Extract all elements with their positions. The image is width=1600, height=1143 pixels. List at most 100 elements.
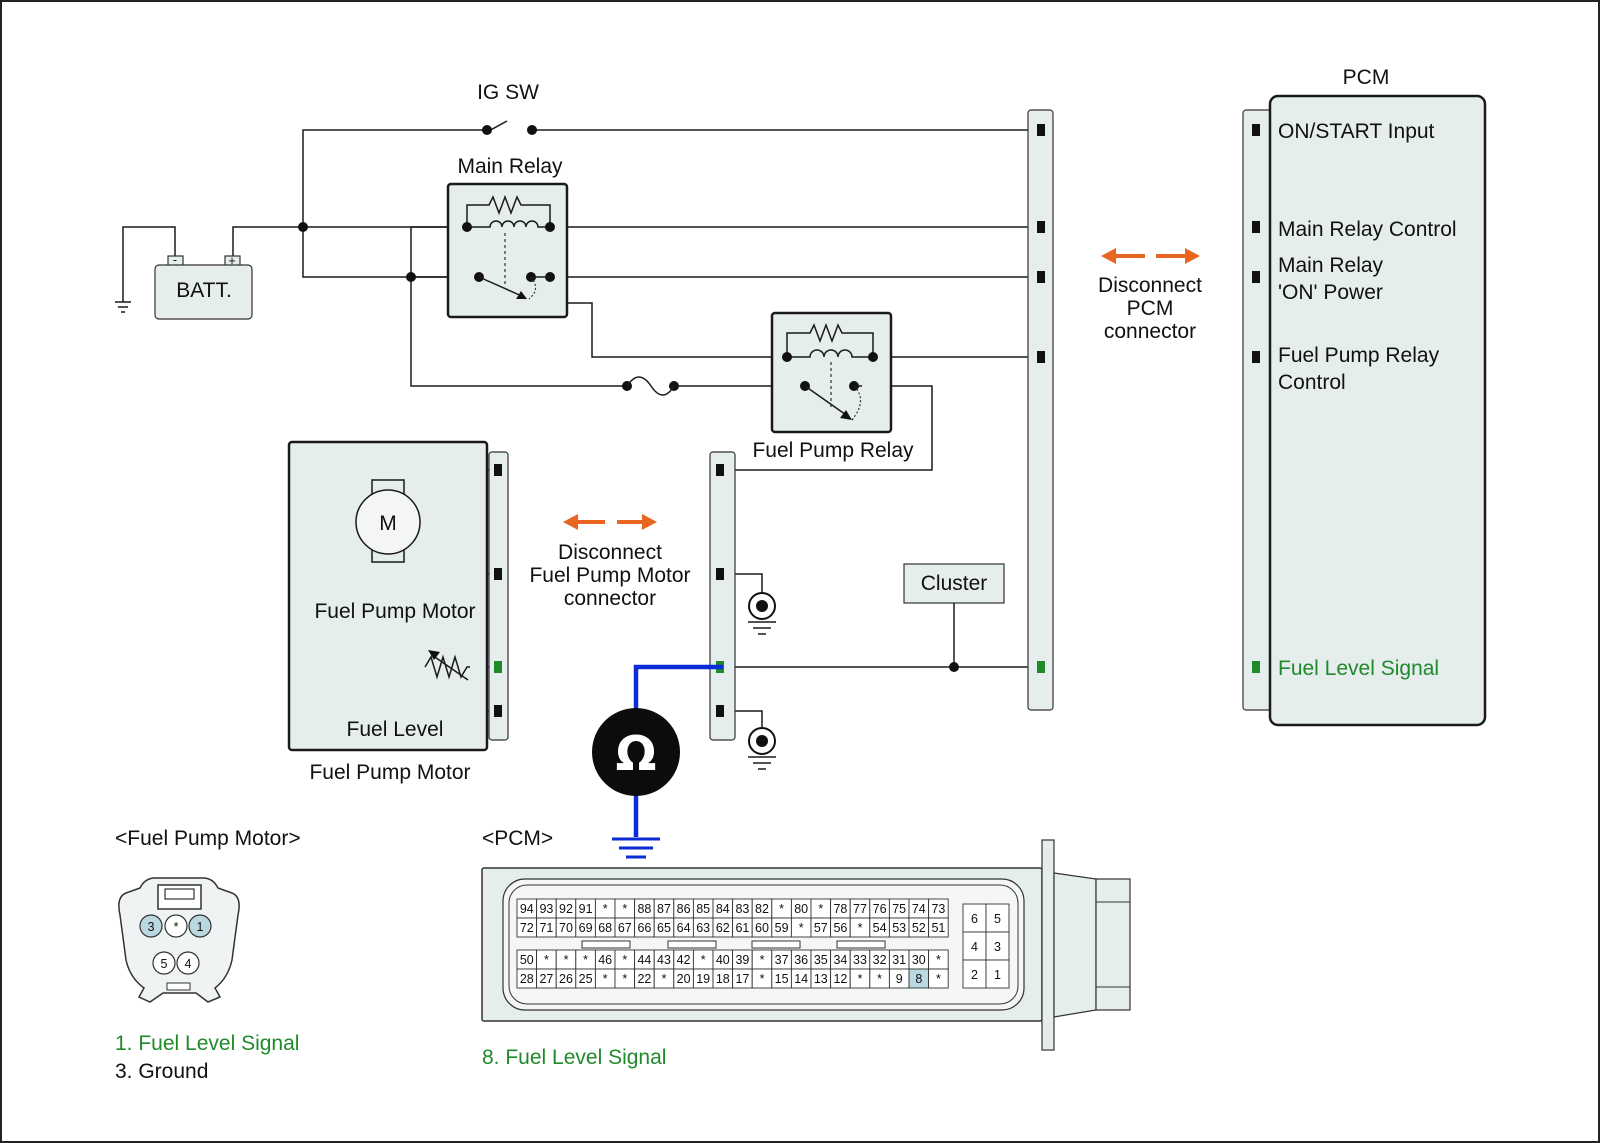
ohmmeter-icon: Ω <box>592 664 723 859</box>
pcm-legend: 8. Fuel Level Signal <box>482 1046 666 1069</box>
pcm-pin-number: 30 <box>912 953 926 967</box>
battery: - + BATT. <box>154 253 253 320</box>
pcm-pin-number: * <box>622 902 627 916</box>
pcm-pin-number: 84 <box>716 902 730 916</box>
pcm-pin-number: 72 <box>520 921 534 935</box>
disconnect-pcm-line1: Disconnect <box>1098 274 1202 297</box>
pcm-pin-number: * <box>799 921 804 935</box>
ignition-switch-label: IG SW <box>477 81 539 104</box>
pcm-pin-number: * <box>760 972 765 986</box>
pcm-pin-fuel-pump-relay-control-line1: Fuel Pump Relay <box>1278 344 1440 367</box>
pcm-pin-number: 44 <box>637 953 651 967</box>
pcm-pin-number: 82 <box>755 902 769 916</box>
pcm-pin-number: * <box>544 953 549 967</box>
pcm-pin-number: 73 <box>931 902 945 916</box>
pcm-pin-number: 50 <box>520 953 534 967</box>
pcm-pin-number: 40 <box>716 953 730 967</box>
pcm-harness-connector <box>1027 109 1054 711</box>
pcm-pin-number: 80 <box>794 902 808 916</box>
pcm-pin-number: 37 <box>775 953 789 967</box>
fpm-pin: 5 <box>161 957 168 971</box>
pcm-pin-number: 22 <box>637 972 651 986</box>
pcm-pin-number: 91 <box>579 902 593 916</box>
pcm-pin-number: * <box>564 953 569 967</box>
pcm-pin-number: 75 <box>892 902 906 916</box>
pcm-pin-number: * <box>622 953 627 967</box>
pcm-pin-fuel-level-signal: Fuel Level Signal <box>1278 657 1439 680</box>
pcm-module: PCM ON/START Input Main Relay Control Ma… <box>1242 66 1487 727</box>
pcm-connector-title: <PCM> <box>482 827 553 850</box>
pcm-pin-number: 20 <box>677 972 691 986</box>
pcm-pin-fuel-pump-relay-control-line2: Control <box>1278 371 1346 394</box>
pcm-pin-number: 88 <box>637 902 651 916</box>
disconnect-pcm-line3: connector <box>1104 320 1196 343</box>
pcm-pin-on-start-input: ON/START Input <box>1278 120 1435 143</box>
disconnect-fpm-line1: Disconnect <box>558 541 662 564</box>
pcm-pin-number: 39 <box>735 953 749 967</box>
disconnect-fpm-arrows-icon <box>563 514 657 530</box>
pcm-pin-number: 17 <box>735 972 749 986</box>
pcm-pin-number: 64 <box>677 921 691 935</box>
pcm-pin-number: * <box>603 972 608 986</box>
pcm-pin-number: 12 <box>833 972 847 986</box>
pcm-pin-number: 54 <box>873 921 887 935</box>
ground-icon <box>748 727 776 770</box>
pcm-title: PCM <box>1343 66 1390 89</box>
pcm-pin-number: 42 <box>677 953 691 967</box>
battery-minus: - <box>173 253 177 267</box>
pcm-pin-number: 61 <box>735 921 749 935</box>
pcm-pin-number: 83 <box>735 902 749 916</box>
fuel-pump-module: M Fuel Pump Motor Fuel Level <box>287 440 509 752</box>
ohm-symbol: Ω <box>616 726 657 782</box>
disconnect-fpm-line2: Fuel Pump Motor <box>529 564 690 587</box>
fuse-icon <box>622 376 679 396</box>
motor-symbol: M <box>379 512 397 535</box>
pcm-pin-number: 60 <box>755 921 769 935</box>
pcm-pin-number: * <box>701 953 706 967</box>
fpm-pin: 1 <box>197 920 204 934</box>
pcm-pin-number: * <box>603 902 608 916</box>
pcm-pin-number: * <box>779 902 784 916</box>
pcm-pin-number: 78 <box>833 902 847 916</box>
pcm-pin-number: 35 <box>814 953 828 967</box>
pcm-pin-number: 92 <box>559 902 573 916</box>
pcm-pin-number: 52 <box>912 921 926 935</box>
pcm-pin-cell <box>928 968 949 989</box>
main-relay-label: Main Relay <box>457 155 563 178</box>
battery-label: BATT. <box>176 279 232 302</box>
pcm-pin-number: 63 <box>696 921 710 935</box>
pcm-pin-number: * <box>818 902 823 916</box>
pcm-pin-number: 74 <box>912 902 926 916</box>
fpm-connector-title: <Fuel Pump Motor> <box>115 827 301 850</box>
pcm-pin-number: 9 <box>896 972 903 986</box>
pcm-small-pin-number: 6 <box>971 912 978 926</box>
pcm-pin-number: 25 <box>579 972 593 986</box>
pcm-pin-main-relay-on-power-line1: Main Relay <box>1278 254 1384 277</box>
pcm-small-pin-number: 3 <box>994 940 1001 954</box>
pcm-pin-number: 26 <box>559 972 573 986</box>
pcm-pin-number: 46 <box>598 953 612 967</box>
fuel-pump-motor-label: Fuel Pump Motor <box>314 600 475 623</box>
pcm-pin-number: * <box>760 953 765 967</box>
fpm-pin: 4 <box>185 957 192 971</box>
pcm-pin-number: * <box>858 972 863 986</box>
main-relay: Main Relay <box>446 155 569 319</box>
fuel-pump-relay-label: Fuel Pump Relay <box>752 439 914 462</box>
cluster-label: Cluster <box>921 572 988 595</box>
pcm-pin-number: 86 <box>677 902 691 916</box>
pcm-pin-number: 69 <box>579 921 593 935</box>
pcm-small-pin-cell <box>985 959 1010 989</box>
pcm-pin-number: * <box>936 972 941 986</box>
ground-icon <box>748 592 776 635</box>
pcm-pin-number: 93 <box>539 902 553 916</box>
motor-icon <box>355 489 421 555</box>
pcm-pin-number: * <box>936 953 941 967</box>
cluster-box: Cluster <box>903 563 1005 604</box>
pcm-pin-number: 31 <box>892 953 906 967</box>
pcm-pin-number: 33 <box>853 953 867 967</box>
fuel-pump-relay: Fuel Pump Relay <box>752 311 914 462</box>
